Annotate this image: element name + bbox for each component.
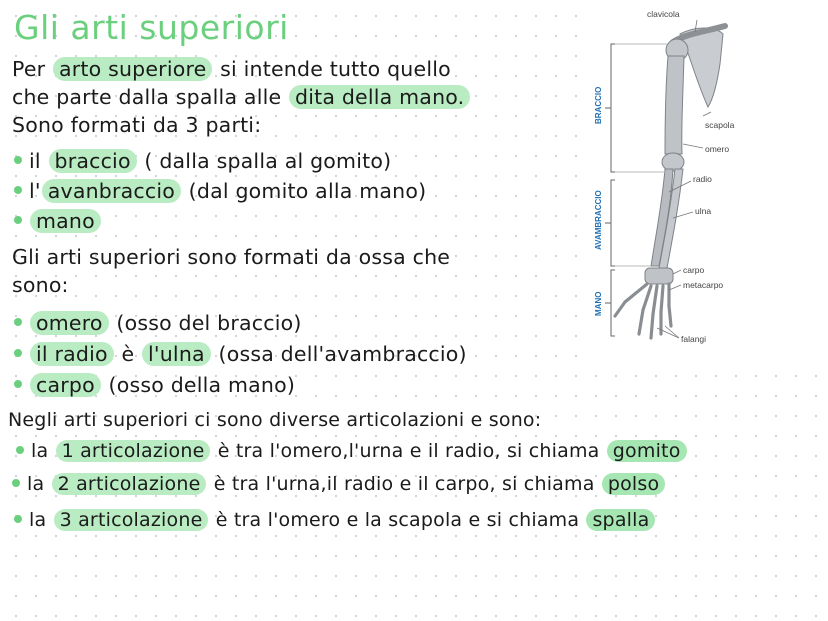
bullet-icon [14, 216, 22, 224]
highlight-braccio: braccio [48, 149, 137, 173]
humerus-bone [664, 55, 685, 155]
intro-line-3: Sono formati da 3 parti: [12, 113, 262, 137]
label-omero: omero [705, 144, 729, 154]
highlight-spalla: spalla [586, 509, 656, 531]
label-falangi: falangi [681, 334, 706, 344]
list-text: (dal gomito alla mano) [181, 179, 427, 203]
highlight-carpo: carpo [30, 373, 101, 397]
list-text: la [31, 440, 55, 462]
ossa-intro-line-1: Gli arti superiori sono formati da ossa … [12, 245, 451, 269]
ossa-intro-line-2: sono: [12, 273, 69, 297]
articolazioni-intro: Negli arti superiori ci sono diverse art… [8, 409, 542, 431]
hand-bones [613, 282, 673, 340]
highlight-articolazione-1: 1 articolazione [55, 440, 211, 462]
highlight-ulna: l'ulna [142, 342, 211, 366]
list-text: è tra l'urna,il radio e il carpo, si chi… [207, 473, 601, 495]
highlight-articolazione-2: 2 articolazione [51, 473, 207, 495]
elbow-joint [661, 152, 685, 172]
highlight-gomito: gomito [606, 440, 687, 462]
list-item: mano [14, 208, 102, 234]
label-radio: radio [693, 174, 712, 184]
bullet-icon [12, 478, 20, 487]
label-metacarpo: metacarpo [683, 280, 723, 290]
highlight-mano: mano [30, 209, 101, 233]
label-carpo: carpo [683, 265, 705, 275]
list-text: (osso del braccio) [109, 311, 302, 335]
highlight-polso: polso [601, 473, 666, 495]
list-text: la [29, 509, 53, 531]
label-scapola: scapola [705, 120, 735, 130]
region-label-mano: MANO [594, 292, 603, 316]
intro-text: si intende tutto quello [213, 57, 451, 81]
highlight-arto-superiore: arto superiore [53, 57, 213, 81]
list-item: la 3 articolazione è tra l'omero e la sc… [14, 507, 656, 533]
bullet-icon [14, 156, 22, 164]
list-text: l' [29, 179, 41, 203]
bullet-icon [14, 380, 22, 388]
list-text: (osso della mano) [101, 373, 296, 397]
highlight-il-radio: il radio [30, 342, 114, 366]
list-item: la 2 articolazione è tra l'urna,il radio… [12, 471, 666, 497]
bullet-icon [14, 514, 22, 523]
region-label-avambraccio: AVAMBRACCIO [594, 190, 603, 250]
intro-text: che parte dalla spalla alle [12, 85, 289, 109]
arm-skeleton-figure: BRACCIO AVAMBRACCIO MANO clavicola scapo… [585, 4, 825, 360]
list-text: (ossa dell'avambraccio) [211, 342, 467, 366]
intro-text: Per [12, 57, 52, 81]
highlight-dita-della-mano: dita della mano. [289, 85, 471, 109]
intro-line-1: Per arto superiore si intende tutto quel… [12, 56, 451, 82]
list-item: il radio è l'ulna (ossa dell'avambraccio… [14, 341, 467, 367]
list-text: la [27, 473, 51, 495]
page-title: Gli arti superiori [14, 8, 289, 47]
bullet-icon [16, 445, 24, 454]
label-clavicola: clavicola [647, 9, 680, 19]
list-text: è tra l'omero e la scapola e si chiama [209, 509, 586, 531]
region-label-braccio: BRACCIO [594, 87, 603, 124]
highlight-avanbraccio: avanbraccio [41, 179, 181, 203]
list-text: è tra l'omero,l'urna e il radio, si chia… [211, 440, 606, 462]
carpal-bones [644, 267, 674, 285]
intro-line-2: che parte dalla spalla alle dita della m… [12, 84, 471, 110]
bullet-icon [14, 349, 22, 357]
bullet-icon [14, 318, 22, 326]
list-item: l'avanbraccio (dal gomito alla mano) [14, 178, 426, 204]
list-item: carpo (osso della mano) [14, 372, 295, 398]
highlight-articolazione-3: 3 articolazione [53, 509, 209, 531]
leader-lines [656, 19, 712, 339]
list-text: il [29, 149, 48, 173]
list-item: il braccio ( dalla spalla al gomito) [14, 148, 391, 174]
highlight-omero: omero [30, 311, 109, 335]
region-brackets [605, 43, 667, 337]
list-text: è [114, 342, 141, 366]
bullet-icon [14, 186, 22, 194]
list-item: la 1 articolazione è tra l'omero,l'urna … [16, 438, 688, 464]
label-ulna: ulna [695, 206, 711, 216]
list-text: ( dalla spalla al gomito) [137, 149, 392, 173]
list-item: omero (osso del braccio) [14, 310, 302, 336]
